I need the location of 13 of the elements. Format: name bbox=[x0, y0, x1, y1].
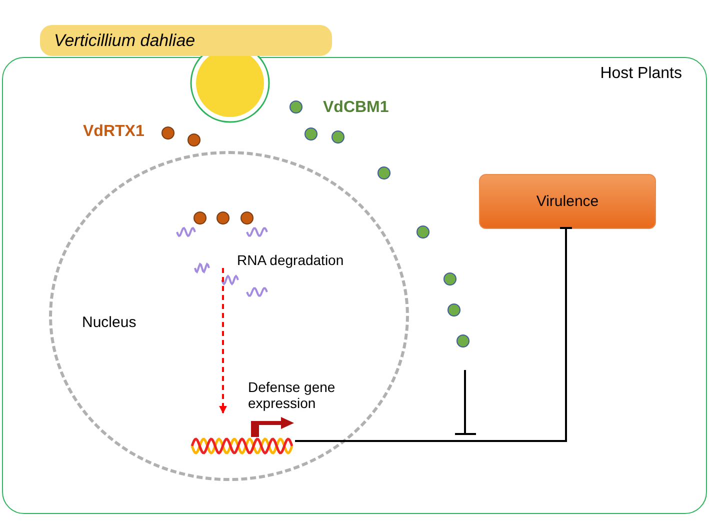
panel-title: Host Plants bbox=[600, 65, 682, 84]
box-label: Virulence bbox=[536, 192, 599, 210]
protein-label: VdRTX1 bbox=[83, 123, 144, 141]
protein-label: VdCBM1 bbox=[323, 99, 389, 117]
dashed-arrow bbox=[219, 268, 227, 414]
host-plant-panel bbox=[2, 57, 707, 514]
nucleus-label: Nucleus bbox=[82, 314, 136, 332]
process-label: RNA degradation bbox=[237, 252, 344, 268]
nucleus-circle bbox=[49, 151, 409, 481]
virulence-box bbox=[479, 174, 656, 229]
pathogen-name: Verticillium dahliae bbox=[54, 30, 196, 50]
gene-expression-label: Defense gene expression bbox=[248, 379, 336, 412]
pathogen-banner bbox=[40, 25, 332, 56]
